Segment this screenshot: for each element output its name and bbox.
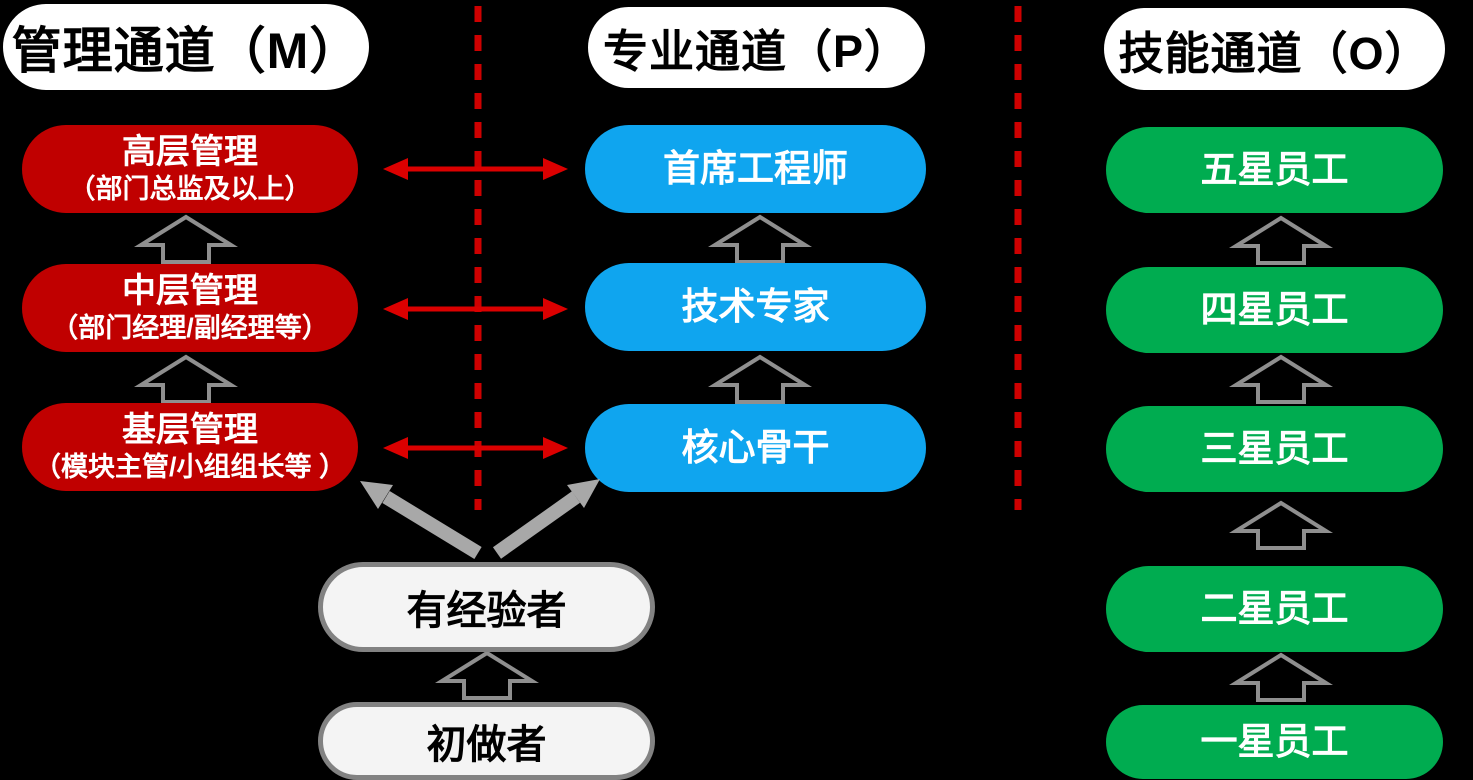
up-arrow-m-middle-to-high xyxy=(134,354,238,404)
entry-level-experienced-label: 有经验者 xyxy=(406,589,567,633)
o-level-4-star-label: 四星员工 xyxy=(1200,288,1349,330)
m-level-high-subtitle: （部门总监及以上） xyxy=(68,174,312,205)
up-arrow-o-3star-to-4star xyxy=(1229,354,1333,404)
double-arrow-m-p-level1 xyxy=(383,158,568,180)
channel-header-professional: 专业通道（P） xyxy=(588,7,925,88)
p-level-chief-engineer-label: 首席工程师 xyxy=(663,147,848,189)
up-arrow-m-base-to-middle2 xyxy=(134,214,238,264)
channel-header-management-label: 管理通道（M） xyxy=(11,23,361,79)
m-level-high-management: 高层管理 （部门总监及以上） xyxy=(22,125,358,213)
up-arrow-o-2star-to-3star xyxy=(1229,500,1333,550)
up-arrow-o-1star-to-2star xyxy=(1229,652,1333,702)
o-level-2-star-label: 二星员工 xyxy=(1200,587,1349,629)
entry-level-beginner: 初做者 xyxy=(318,702,655,780)
p-level-core-backbone-label: 核心骨干 xyxy=(681,426,830,468)
o-level-1-star: 一星员工 xyxy=(1106,705,1443,779)
o-level-4-star: 四星员工 xyxy=(1106,267,1443,353)
double-arrow-m-p-level2 xyxy=(383,298,568,320)
p-level-tech-expert: 技术专家 xyxy=(585,263,926,351)
p-level-core-backbone: 核心骨干 xyxy=(585,404,926,492)
entry-level-experienced: 有经验者 xyxy=(318,562,655,652)
o-level-3-star: 三星员工 xyxy=(1106,406,1443,492)
channel-header-skill-label: 技能通道（O） xyxy=(1118,27,1431,79)
up-arrow-beginner-to-experienced xyxy=(435,650,539,700)
m-level-middle-management: 中层管理 （部门经理/副经理等） xyxy=(22,264,358,352)
m-level-high-title: 高层管理 xyxy=(122,132,258,171)
o-level-2-star: 二星员工 xyxy=(1106,566,1443,652)
m-level-base-title: 基层管理 xyxy=(122,410,258,449)
m-level-base-subtitle: （模块主管/小组组长等 ） xyxy=(33,452,346,483)
channel-header-professional-label: 专业通道（P） xyxy=(602,26,910,77)
double-arrow-m-p-level3 xyxy=(383,437,568,459)
p-level-tech-expert-label: 技术专家 xyxy=(681,285,830,327)
up-arrow-p-core-to-expert xyxy=(708,354,812,404)
o-level-5-star-label: 五星员工 xyxy=(1200,148,1349,190)
p-level-chief-engineer: 首席工程师 xyxy=(585,125,926,213)
up-arrow-p-expert-to-chief xyxy=(708,214,812,264)
m-level-middle-title: 中层管理 xyxy=(122,271,258,310)
m-level-middle-subtitle: （部门经理/副经理等） xyxy=(51,313,329,344)
channel-header-management: 管理通道（M） xyxy=(3,4,369,90)
channel-header-skill: 技能通道（O） xyxy=(1104,8,1445,90)
arrow-experienced-to-base-management xyxy=(360,481,482,559)
up-arrow-o-4star-to-5star xyxy=(1229,215,1333,265)
m-level-base-management: 基层管理 （模块主管/小组组长等 ） xyxy=(22,403,358,491)
arrow-experienced-to-core-backbone xyxy=(492,479,600,559)
o-level-1-star-label: 一星员工 xyxy=(1200,720,1349,762)
o-level-5-star: 五星员工 xyxy=(1106,127,1443,213)
o-level-3-star-label: 三星员工 xyxy=(1200,427,1349,469)
entry-level-beginner-label: 初做者 xyxy=(426,723,547,767)
